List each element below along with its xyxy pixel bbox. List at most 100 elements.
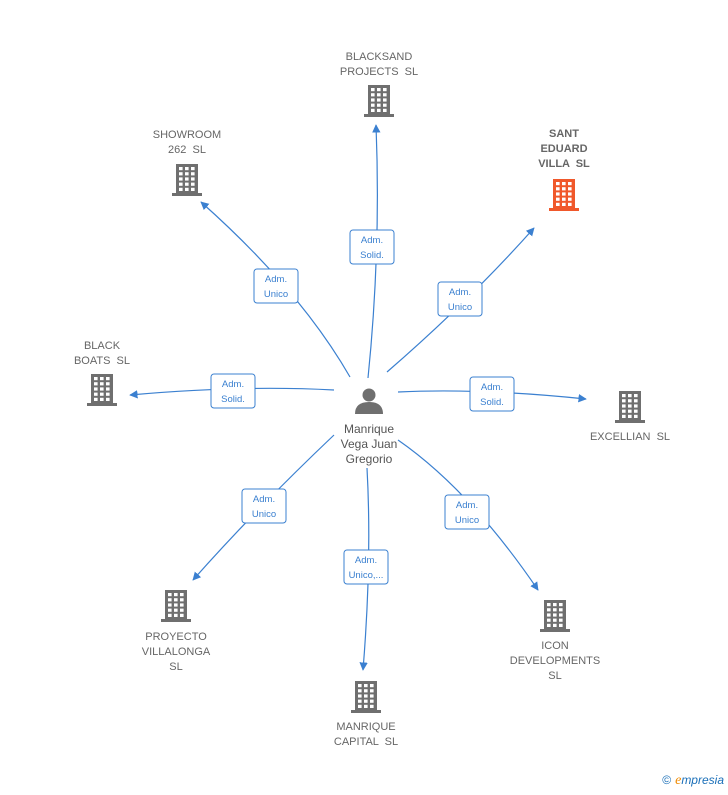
role-badge-icon-developments[interactable]: Adm.Unico xyxy=(444,494,490,530)
role-label-line: Unico xyxy=(448,302,472,313)
building-window xyxy=(179,177,183,181)
building-window xyxy=(370,694,374,698)
building-base xyxy=(351,710,381,713)
person-name-line: Manrique xyxy=(344,422,394,436)
building-window xyxy=(553,618,557,622)
building-icon xyxy=(364,85,394,117)
building-window xyxy=(628,414,632,418)
company-name-line: SL xyxy=(169,661,182,673)
building-window xyxy=(634,394,638,398)
building-window xyxy=(94,382,98,386)
role-badge-frame xyxy=(349,229,395,265)
building-window xyxy=(364,689,368,693)
building-window xyxy=(553,603,557,607)
building-window xyxy=(100,382,104,386)
building-base xyxy=(172,193,202,196)
company-node-manrique-capital[interactable]: MANRIQUE CAPITAL SL xyxy=(334,681,398,748)
building-window xyxy=(628,404,632,408)
building-window xyxy=(174,608,178,612)
role-label-line: Adm. xyxy=(265,274,287,285)
person-name-line: Gregorio xyxy=(346,452,393,466)
building-window xyxy=(634,414,638,418)
building-window xyxy=(559,603,563,607)
role-badge-frame xyxy=(210,373,256,409)
building-window xyxy=(547,623,551,627)
building-window xyxy=(547,613,551,617)
building-window xyxy=(106,377,110,381)
building-window xyxy=(358,694,362,698)
role-label-line: Adm. xyxy=(449,287,471,298)
company-name-line: MANRIQUE xyxy=(336,721,395,733)
company-name-line: PROJECTS SL xyxy=(340,66,418,78)
role-badge-frame xyxy=(241,488,287,524)
role-badge-proyecto-villalonga[interactable]: Adm.Unico xyxy=(241,488,287,524)
building-window xyxy=(562,202,566,206)
building-window xyxy=(106,397,110,401)
person-body xyxy=(355,402,383,414)
building-base xyxy=(364,114,394,117)
building-window xyxy=(185,172,189,176)
company-node-excellian[interactable]: EXCELLIAN SL xyxy=(590,391,670,443)
role-badge-excellian[interactable]: Adm.Solid. xyxy=(469,376,515,412)
company-name-line: SHOWROOM xyxy=(153,129,221,141)
role-label-line: Solid. xyxy=(480,397,504,408)
person-name-line: Vega Juan xyxy=(341,437,398,451)
role-badge-black-boats[interactable]: Adm.Solid. xyxy=(210,373,256,409)
company-name-line: EDUARD xyxy=(540,143,587,155)
role-badge-sant-eduard[interactable]: Adm. Unico xyxy=(437,281,483,317)
building-window xyxy=(191,177,195,181)
building-window xyxy=(568,202,572,206)
building-window xyxy=(628,409,632,413)
role-badge-blacksand[interactable]: Adm.Solid. xyxy=(349,229,395,265)
building-window xyxy=(553,623,557,627)
building-window xyxy=(191,182,195,186)
building-window xyxy=(174,593,178,597)
building-window xyxy=(94,397,98,401)
building-window xyxy=(622,394,626,398)
role-badge-frame xyxy=(444,494,490,530)
building-window xyxy=(94,377,98,381)
building-window xyxy=(377,88,381,92)
building-window xyxy=(364,699,368,703)
company-name-line: EXCELLIAN SL xyxy=(590,431,670,443)
building-window xyxy=(559,623,563,627)
building-window xyxy=(179,167,183,171)
building-window xyxy=(553,608,557,612)
building-window xyxy=(634,409,638,413)
building-window xyxy=(556,182,560,186)
role-badge-showroom[interactable]: Adm. Unico xyxy=(253,268,299,304)
building-icon xyxy=(549,179,579,211)
company-name-line: CAPITAL SL xyxy=(334,736,398,748)
building-window xyxy=(358,699,362,703)
brand-initial: e xyxy=(675,773,682,788)
building-window xyxy=(364,684,368,688)
building-window xyxy=(377,108,381,112)
role-label-line: Unico xyxy=(264,289,288,300)
building-window xyxy=(371,98,375,102)
building-window xyxy=(168,598,172,602)
building-window xyxy=(180,598,184,602)
building-window xyxy=(383,93,387,97)
building-window xyxy=(191,167,195,171)
building-window xyxy=(383,108,387,112)
building-window xyxy=(370,684,374,688)
role-badge-frame xyxy=(343,549,389,585)
brand-name: mpresia xyxy=(681,773,724,787)
role-label-line: Unico xyxy=(252,509,276,520)
footer-brand: ©empresia xyxy=(662,773,724,789)
building-window xyxy=(371,103,375,107)
building-window xyxy=(568,182,572,186)
building-window xyxy=(559,613,563,617)
role-label-line: Unico,... xyxy=(349,570,384,581)
company-name-line: DEVELOPMENTS xyxy=(510,655,600,667)
role-badge-frame xyxy=(253,268,299,304)
role-badge-manrique-capital[interactable]: Adm.Unico,... xyxy=(343,549,389,585)
company-name-line: BLACK xyxy=(84,340,121,352)
